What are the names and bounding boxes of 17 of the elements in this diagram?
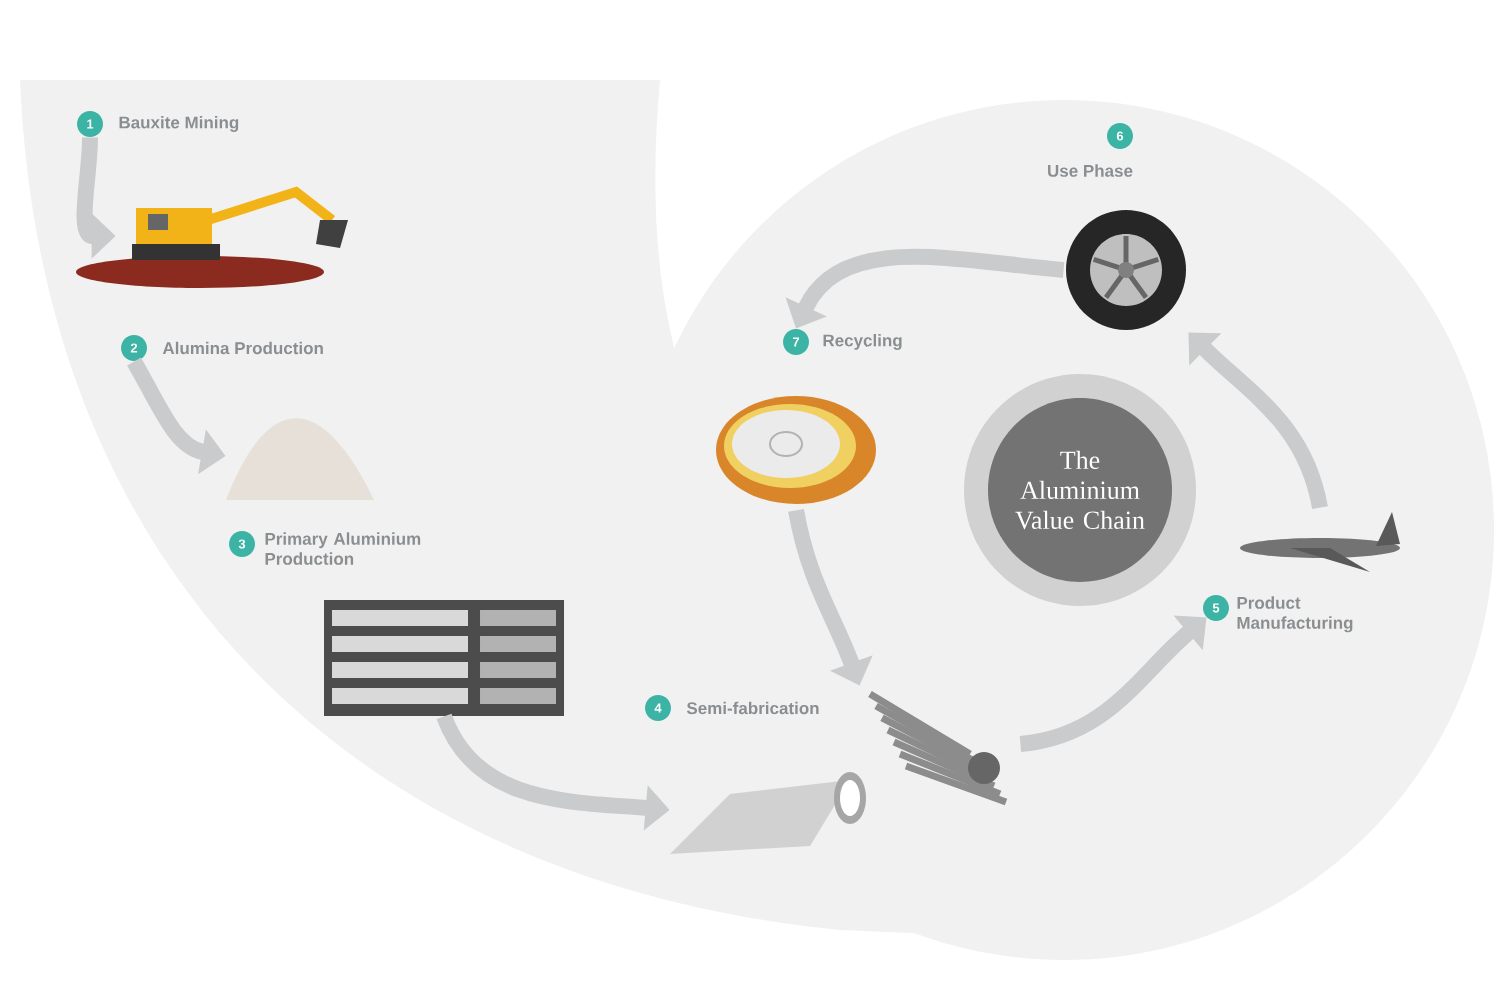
step-label: Alumina Production (162, 341, 323, 355)
foil-roll-drawing (670, 771, 866, 854)
step-label: Primary Aluminium Production (265, 532, 421, 565)
tire-drawing (1066, 210, 1186, 330)
step-label: Product Manufacturing (1237, 596, 1353, 633)
step-label: Bauxite Mining (119, 116, 239, 132)
arrow (1188, 332, 1328, 510)
can-lid-drawing (716, 396, 876, 504)
ingot-stack-drawing (324, 600, 564, 716)
excavator-drawing (76, 186, 348, 288)
step-label: Semi-fabrication (686, 701, 819, 715)
powder-pile-drawing (226, 418, 374, 500)
airplane-drawing (1240, 512, 1400, 572)
step-label: Recycling (823, 334, 902, 350)
arrow (1019, 615, 1207, 752)
step-label: Use Phase (1048, 164, 1133, 177)
tube-bundle-drawing (868, 690, 1008, 806)
